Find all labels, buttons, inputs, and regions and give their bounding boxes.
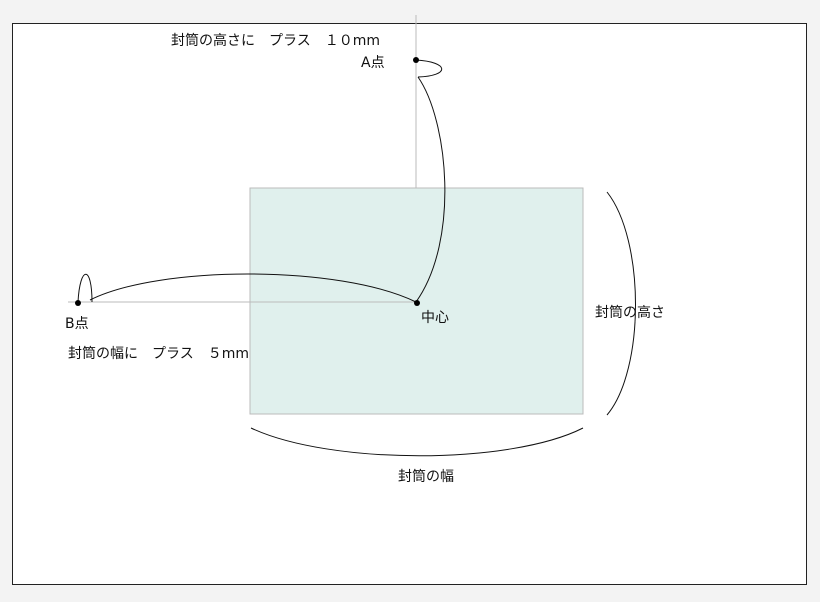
top-note: 封筒の高さに プラス １０mm bbox=[171, 33, 380, 49]
height-brace bbox=[606, 191, 636, 416]
arc-b-to-center bbox=[89, 273, 417, 303]
width-label: 封筒の幅 bbox=[398, 469, 454, 485]
arc-a-loop bbox=[415, 59, 443, 78]
center-label: 中心 bbox=[421, 310, 449, 326]
point-a-dot bbox=[413, 57, 419, 63]
width-brace bbox=[250, 427, 584, 457]
center-dot bbox=[414, 300, 420, 306]
point-b-dot bbox=[75, 300, 81, 306]
left-note: 封筒の幅に プラス ５mm bbox=[68, 346, 249, 362]
point-a-label: A点 bbox=[361, 55, 385, 71]
arc-a-to-center bbox=[415, 76, 446, 303]
height-label: 封筒の高さ bbox=[595, 305, 665, 321]
point-b-label: B点 bbox=[65, 316, 89, 332]
arc-b-loop bbox=[77, 273, 93, 303]
